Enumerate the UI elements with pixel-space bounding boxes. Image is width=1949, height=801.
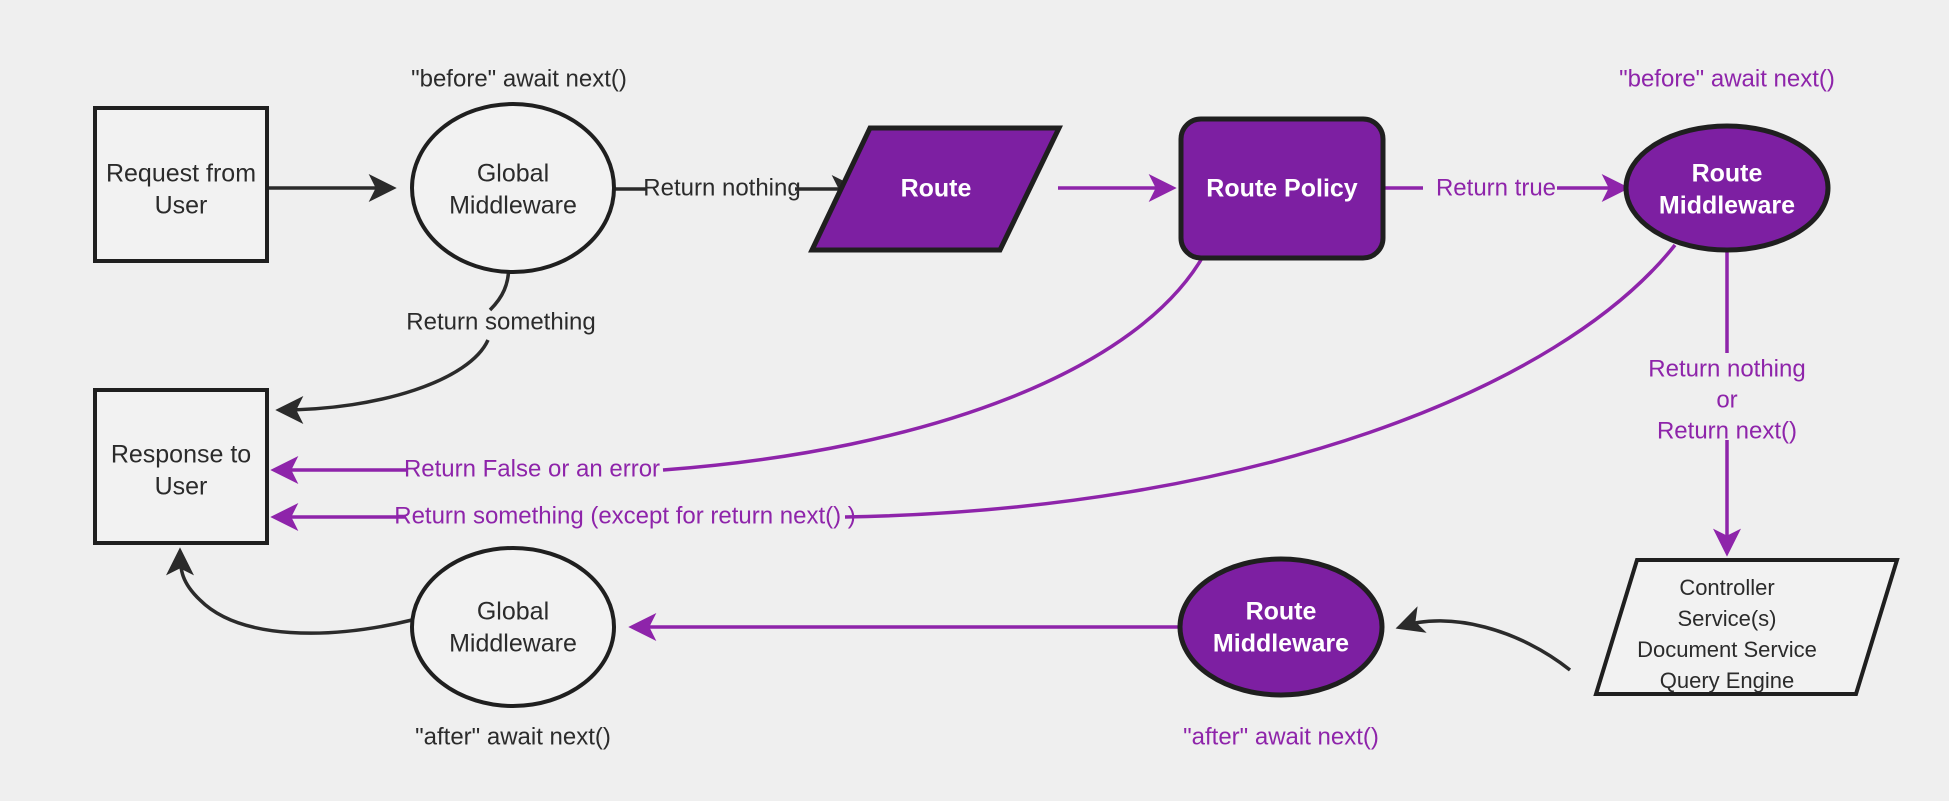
edge-label-return-false-or-error: Return False or an error <box>404 455 660 482</box>
edge-label-route-mw-return-nothing-line3: Return next() <box>1657 417 1797 444</box>
node-request-from-user[interactable]: Request from User <box>93 106 269 263</box>
node-global-middleware-top[interactable]: Global Middleware <box>410 102 616 274</box>
annotation-before-await-next-route: "before" await next() <box>1619 65 1835 92</box>
route-middleware-bottom-label-line1: Route <box>1246 598 1317 626</box>
request-from-user-label-line1: Request from <box>106 160 256 188</box>
route-middleware-bottom-shape <box>1177 556 1385 698</box>
edge-return-something-to-response <box>275 339 490 424</box>
response-to-user-label-line2: User <box>155 473 208 501</box>
edge-route-policy-return-false <box>662 252 1207 472</box>
route-policy-label: Route Policy <box>1206 175 1358 203</box>
annotation-after-await-next-global: "after" await next() <box>415 723 611 750</box>
route-shape <box>808 125 1063 253</box>
edge-label-return-something-except: Return something (except for return next… <box>394 502 856 529</box>
edge-label-return-true: Return true <box>1436 174 1556 201</box>
response-to-user-label-line1: Response to <box>111 441 251 469</box>
annotation-after-await-next-route: "after" await next() <box>1183 723 1379 750</box>
controller-stack-label-line2: Service(s) <box>1677 606 1776 631</box>
global-middleware-top-label-line2: Middleware <box>449 192 577 220</box>
global-middleware-bottom-shape <box>410 546 616 708</box>
edge-label-route-mw-return-nothing-line2: or <box>1716 386 1737 413</box>
edge-global-middleware-to-response <box>166 547 413 635</box>
controller-stack-shape <box>1593 558 1900 696</box>
node-route[interactable]: Route <box>808 125 1063 253</box>
edge-label-return-something: Return something <box>406 308 595 335</box>
node-route-middleware-top[interactable]: Route Middleware <box>1623 123 1831 253</box>
route-middleware-bottom-label-line2: Middleware <box>1213 630 1349 658</box>
edge-controller-to-route-middleware <box>1395 606 1572 672</box>
controller-stack-label-line1: Controller <box>1679 575 1774 600</box>
route-middleware-top-label-line2: Middleware <box>1659 192 1795 220</box>
global-middleware-bottom-label-line2: Middleware <box>449 630 577 658</box>
route-middleware-top-shape <box>1623 123 1831 253</box>
global-middleware-top-shape <box>410 102 616 274</box>
edge-route-middleware-return-something <box>844 243 1677 519</box>
edge-label-return-nothing: Return nothing <box>643 174 800 201</box>
controller-stack-label-line4: Query Engine <box>1660 668 1795 693</box>
route-middleware-top-label-line1: Route <box>1692 160 1763 188</box>
request-from-user-label-line2: User <box>155 192 208 220</box>
node-global-middleware-bottom[interactable]: Global Middleware <box>410 546 616 708</box>
controller-stack-label-line3: Document Service <box>1637 637 1817 662</box>
node-controller-stack[interactable]: Controller Service(s) Document Service Q… <box>1593 558 1900 696</box>
node-route-middleware-bottom[interactable]: Route Middleware <box>1177 556 1385 698</box>
annotation-before-await-next-global: "before" await next() <box>411 65 627 92</box>
response-to-user-shape <box>93 388 269 545</box>
route-policy-shape <box>1178 116 1386 261</box>
route-label: Route <box>901 175 972 203</box>
edge-label-route-mw-return-nothing-line1: Return nothing <box>1648 355 1805 382</box>
node-response-to-user[interactable]: Response to User <box>93 388 269 545</box>
request-from-user-shape <box>93 106 269 263</box>
global-middleware-bottom-label-line1: Global <box>477 598 549 626</box>
global-middleware-top-label-line1: Global <box>477 160 549 188</box>
node-route-policy[interactable]: Route Policy <box>1178 116 1386 261</box>
